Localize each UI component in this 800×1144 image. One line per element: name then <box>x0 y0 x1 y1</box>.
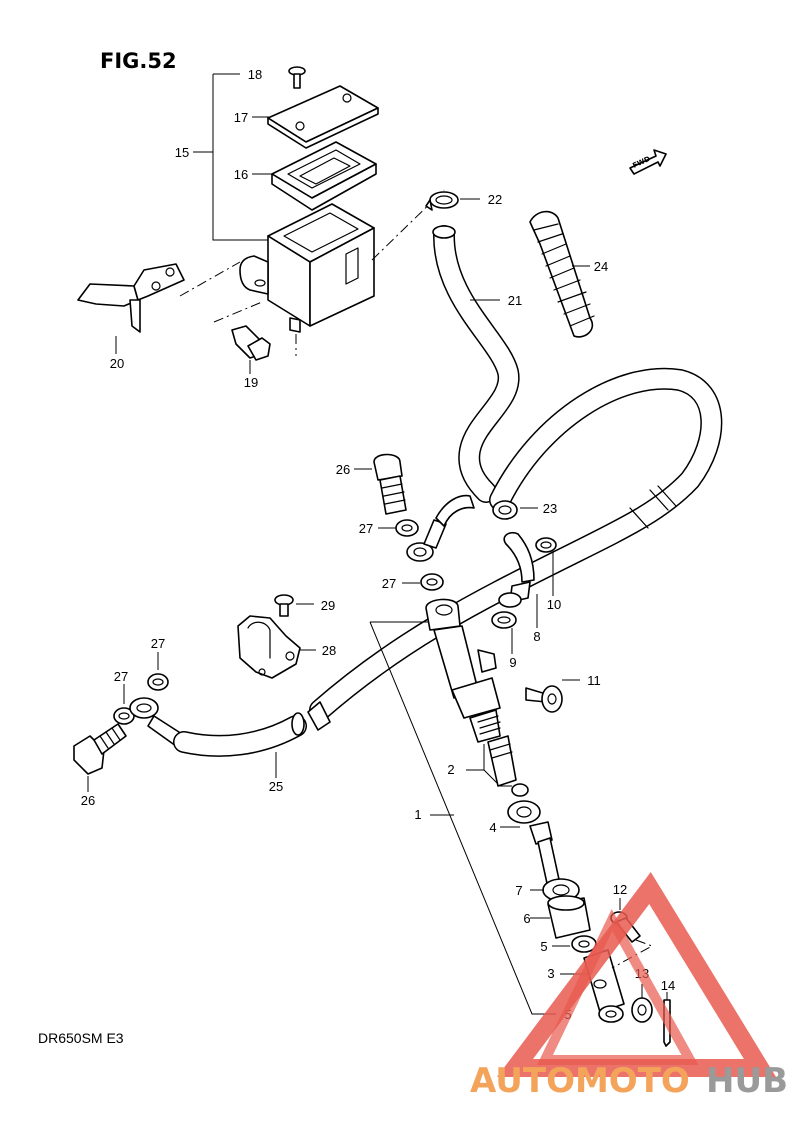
diaphragm-16 <box>271 141 377 211</box>
washer-13 <box>631 997 653 1023</box>
callout-9: 9 <box>509 655 516 670</box>
callout-29: 29 <box>321 598 335 613</box>
callout-27c: 27 <box>151 636 165 651</box>
watermark: AUTOMOTO HUB <box>470 871 788 1101</box>
callout-23: 23 <box>543 501 557 516</box>
seal-4 <box>507 783 541 824</box>
piston-2 <box>487 735 517 787</box>
callout-17: 17 <box>234 110 248 125</box>
clevis-6 <box>547 895 591 939</box>
washer-5-lower <box>598 1005 624 1023</box>
washer-27b <box>420 573 444 591</box>
union-bolt-26-top <box>373 453 407 515</box>
callout-24: 24 <box>594 259 608 274</box>
watermark-text-part2: HUB <box>706 1061 788 1101</box>
callout-8: 8 <box>533 629 540 644</box>
callout-22: 22 <box>488 192 502 207</box>
union-bolt-26-bottom <box>73 723 127 775</box>
figure-title: FIG.52 <box>100 49 177 73</box>
callout-10: 10 <box>547 597 561 612</box>
callout-28: 28 <box>322 643 336 658</box>
callout-7: 7 <box>515 883 522 898</box>
master-cylinder-1 <box>425 598 501 743</box>
spring-guard-24 <box>529 210 595 338</box>
hose-21 <box>432 225 520 503</box>
callout-26b: 26 <box>81 793 95 808</box>
callout-16: 16 <box>234 167 248 182</box>
callout-1: 1 <box>414 807 421 822</box>
callout-18: 18 <box>248 67 262 82</box>
callout-21: 21 <box>508 293 522 308</box>
washer-27c <box>147 673 169 691</box>
callout-27b: 27 <box>382 576 396 591</box>
callout-4: 4 <box>489 820 496 835</box>
guide-12 <box>611 939 654 969</box>
callout-19: 19 <box>244 375 258 390</box>
screw-18 <box>288 66 306 89</box>
callout-6: 6 <box>523 911 530 926</box>
callout-27d: 27 <box>114 669 128 684</box>
guide-20 <box>179 261 241 297</box>
reservoir-cap-17 <box>267 85 379 149</box>
callout-27a: 27 <box>359 521 373 536</box>
model-label: DR650SM E3 <box>38 1030 124 1046</box>
hose-25 <box>129 697 331 757</box>
bolt-19 <box>231 325 271 361</box>
clip-10 <box>535 537 557 553</box>
callout-11: 11 <box>587 673 601 688</box>
callout-2: 2 <box>447 762 454 777</box>
watermark-text-part1: AUTOMOTO <box>470 1061 690 1101</box>
bolt-11 <box>525 685 563 713</box>
holder-28 <box>237 615 301 679</box>
washer-27a <box>395 519 419 537</box>
fwd-arrow-icon: FWD <box>629 149 667 175</box>
callout-26a: 26 <box>336 462 350 477</box>
screw-29 <box>274 594 294 617</box>
callout-15: 15 <box>175 145 189 160</box>
long-hose <box>309 367 723 721</box>
o-ring-9 <box>491 611 517 629</box>
callout-12: 12 <box>613 882 627 897</box>
washer-27d <box>113 707 135 725</box>
callout-20: 20 <box>110 356 124 371</box>
bracket-20 <box>77 263 185 333</box>
leader-15-bracket <box>212 74 270 241</box>
guide-19 <box>213 301 263 323</box>
callout-3: 3 <box>547 966 554 981</box>
push-rod <box>529 821 561 889</box>
callout-5a: 5 <box>540 939 547 954</box>
watermark-inner-triangle-icon <box>537 909 699 1065</box>
banjo-fitting-upper <box>406 494 475 562</box>
reservoir-body-15 <box>239 203 375 333</box>
callout-25: 25 <box>269 779 283 794</box>
pipe-fitting-8 <box>498 531 535 608</box>
clamp-22 <box>425 191 459 211</box>
callout-14: 14 <box>661 978 675 993</box>
clamp-23 <box>492 500 518 520</box>
